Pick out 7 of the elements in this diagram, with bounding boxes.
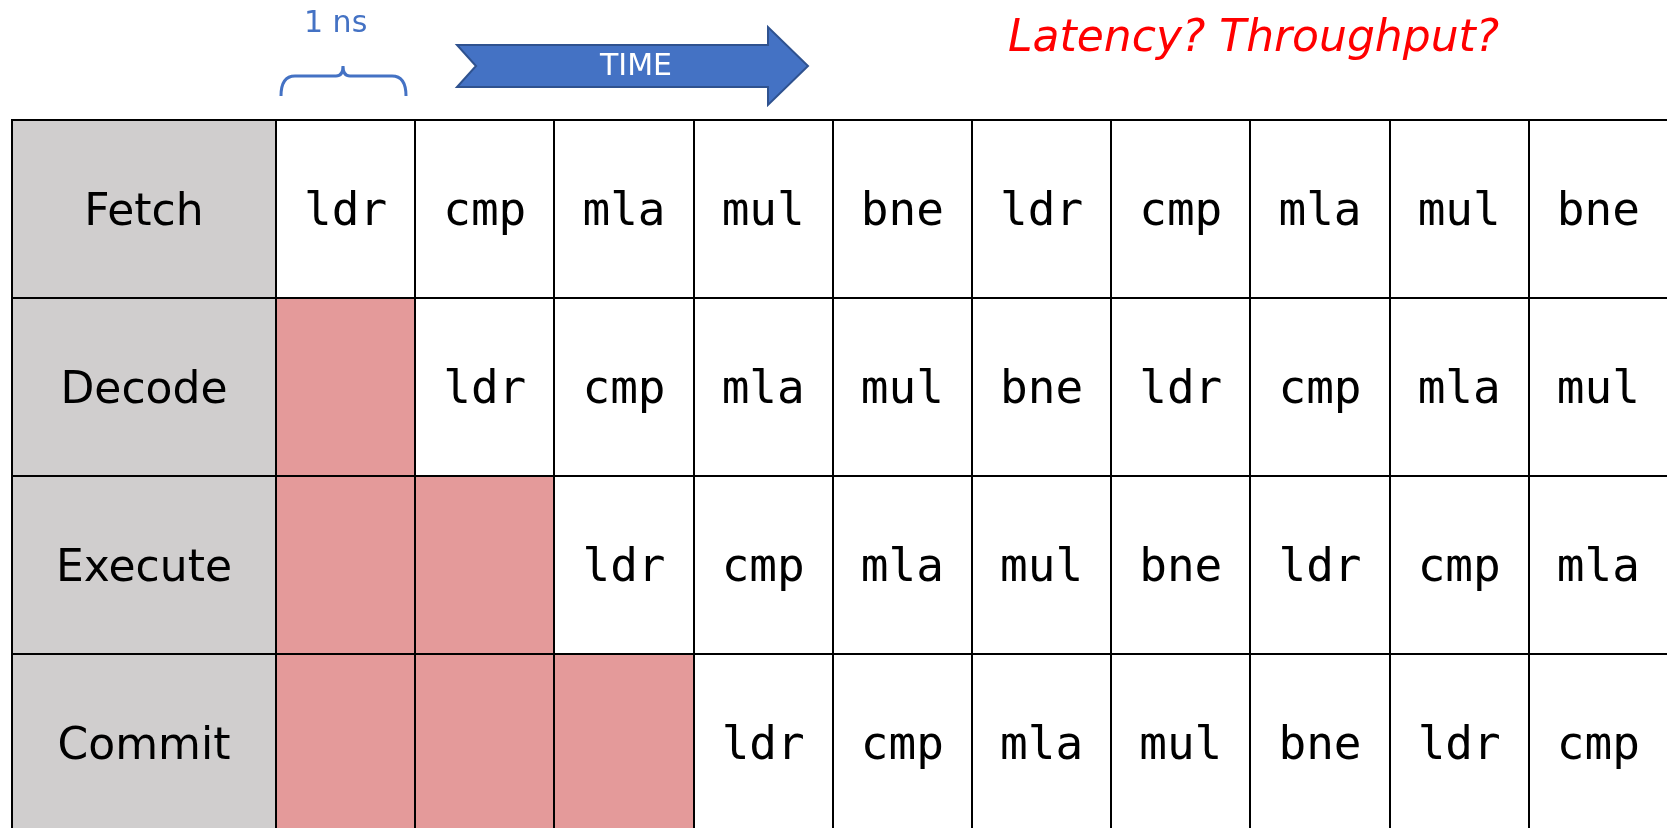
row-header: Commit	[11, 653, 277, 828]
arrow-label: TIME	[600, 47, 672, 82]
dimension-label: 1 ns	[304, 4, 368, 39]
row-header: Fetch	[11, 119, 277, 299]
row-header: Execute	[11, 475, 277, 655]
row-header: Decode	[11, 297, 277, 477]
question-text: Latency? Throughput?	[1008, 10, 1500, 61]
